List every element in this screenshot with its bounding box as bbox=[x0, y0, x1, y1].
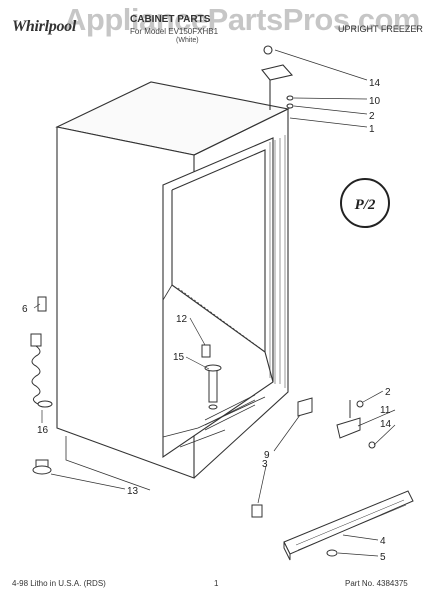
drain-tube bbox=[208, 367, 218, 403]
cord-plug bbox=[30, 333, 42, 347]
brand-logo: Whirlpool bbox=[12, 18, 76, 35]
callout-2-top: 2 bbox=[369, 111, 375, 122]
drain-plug bbox=[201, 344, 211, 358]
hinge-screw bbox=[263, 45, 273, 55]
base-rail bbox=[162, 396, 266, 438]
callout-11: 11 bbox=[380, 405, 391, 416]
callout-3: 3 bbox=[262, 459, 268, 470]
leveling-leg-foot bbox=[32, 465, 52, 475]
product-type: UPRIGHT FREEZER bbox=[338, 24, 423, 34]
callout-leaders bbox=[33, 49, 396, 557]
hinge-washer bbox=[286, 95, 294, 101]
bracket-plate bbox=[297, 397, 313, 417]
toe-grille-slot-2 bbox=[297, 504, 407, 551]
toe-grille-front bbox=[283, 490, 414, 555]
p2-badge-circle bbox=[340, 178, 390, 228]
base-outline bbox=[65, 436, 151, 491]
liner-back bbox=[171, 149, 266, 352]
top-hinge-bracket bbox=[261, 64, 294, 81]
drain-hole bbox=[208, 404, 218, 410]
revision-note: (White) bbox=[176, 37, 199, 44]
liner-floor bbox=[171, 284, 274, 383]
cabinet-opening bbox=[162, 137, 274, 459]
cabinet-edge-shading bbox=[269, 135, 286, 388]
front-grille-slots bbox=[179, 394, 256, 448]
callout-12: 12 bbox=[176, 314, 188, 325]
callout-9: 9 bbox=[264, 450, 270, 461]
floor-edge bbox=[162, 284, 173, 301]
diagram-title: CABINET PARTS bbox=[130, 14, 211, 25]
power-cord-parts bbox=[30, 296, 151, 491]
callout-15: 15 bbox=[173, 352, 185, 363]
page-number: 1 bbox=[214, 579, 219, 588]
bracket-screw-bottom bbox=[368, 441, 376, 449]
bracket-screw-top bbox=[356, 400, 364, 408]
callout-13: 13 bbox=[127, 486, 139, 497]
callout-4: 4 bbox=[380, 536, 386, 547]
callout-1: 1 bbox=[369, 124, 375, 135]
p2-badge-text: P/2 bbox=[355, 197, 376, 213]
part-number: Part No. 4384375 bbox=[345, 579, 408, 588]
model-line: For Model EV150FXHB1 bbox=[130, 27, 219, 36]
right-side-parts bbox=[251, 397, 376, 518]
callout-2-right: 2 bbox=[385, 387, 391, 398]
drain-assembly bbox=[201, 344, 222, 410]
hinge-bracket-bottom bbox=[336, 417, 361, 439]
toe-grille-slot-1 bbox=[295, 499, 405, 546]
grille-clip bbox=[251, 504, 263, 518]
power-cord-coil bbox=[31, 345, 41, 405]
callout-5: 5 bbox=[380, 552, 386, 563]
grille-screw bbox=[326, 549, 338, 557]
cabinet-body bbox=[55, 45, 294, 479]
callout-14-right: 14 bbox=[380, 419, 392, 430]
callout-14-top: 14 bbox=[369, 78, 381, 89]
callout-10: 10 bbox=[369, 96, 381, 107]
cord-clip bbox=[37, 296, 47, 312]
cord-strain-relief bbox=[37, 400, 53, 408]
drain-tube-top bbox=[204, 364, 222, 372]
callout-labels: 14 10 2 1 6 12 15 16 13 9 3 2 11 14 4 5 bbox=[22, 78, 392, 563]
toe-grille bbox=[283, 490, 414, 561]
hinge-shim bbox=[286, 103, 294, 109]
litho-note: 4-98 Litho in U.S.A. (RDS) bbox=[12, 579, 106, 588]
callout-16: 16 bbox=[37, 425, 49, 436]
p2-badge: P/2 bbox=[340, 178, 390, 228]
floor-fold bbox=[177, 287, 261, 349]
watermark-text: AppliancePartsPros.com bbox=[64, 2, 420, 37]
cabinet-front-frame bbox=[193, 108, 289, 479]
toe-grille-end bbox=[283, 541, 291, 561]
callout-6: 6 bbox=[22, 304, 28, 315]
